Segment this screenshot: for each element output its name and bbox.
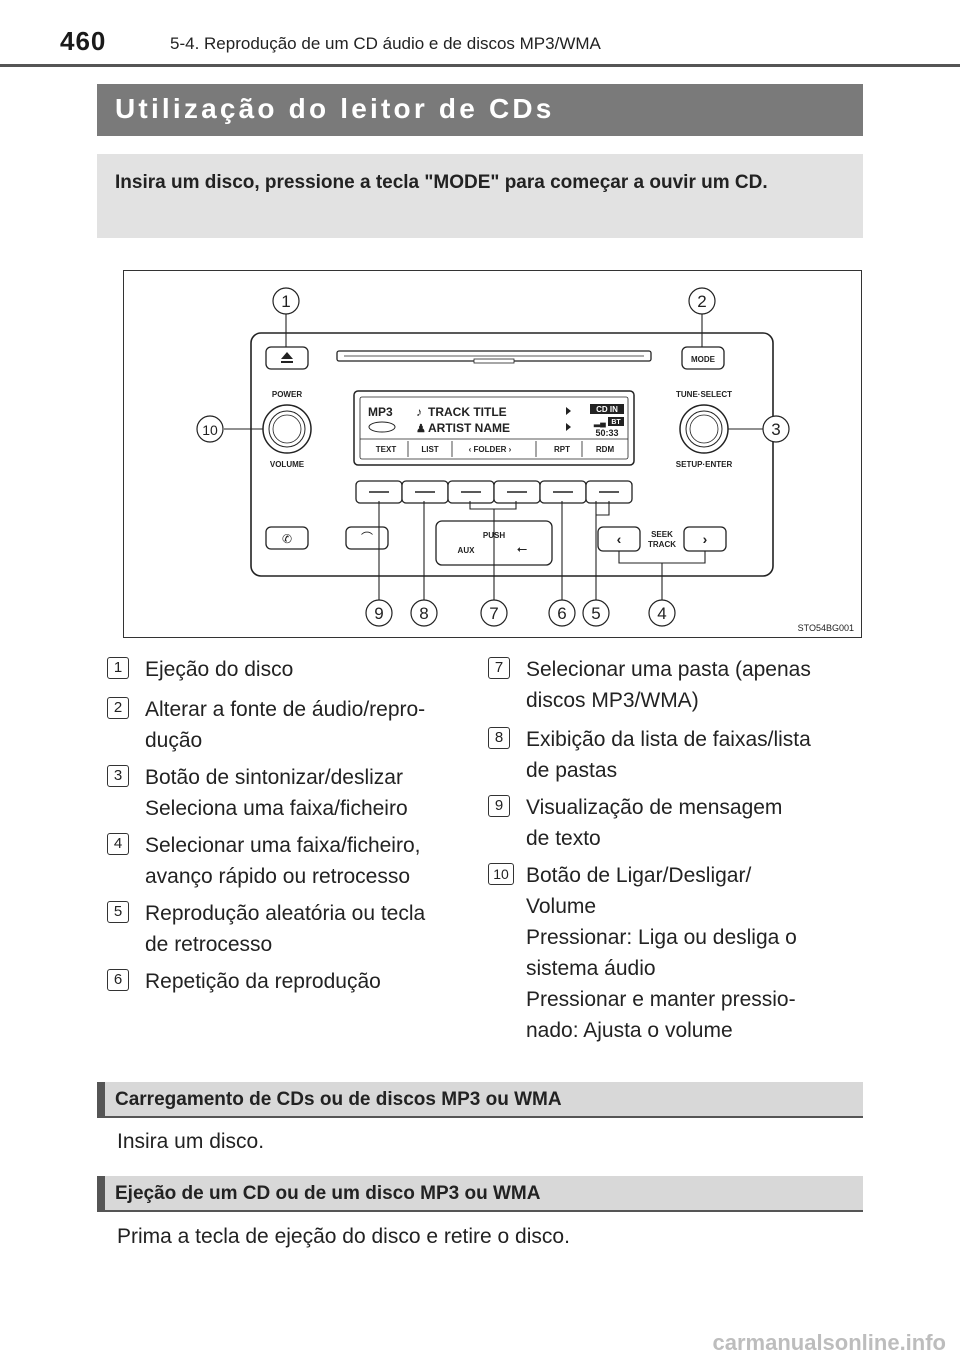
legend-number: 6 [107,969,129,991]
page-title: Utilização do leitor de CDs [115,93,555,124]
signal-icon: ▂▄ [593,418,606,428]
callout-number: 10 [202,422,218,438]
phone-answer-icon: ✆ [282,532,292,546]
callout-number: 1 [281,292,290,311]
callout-number: 6 [557,604,566,623]
callout-number: 8 [419,604,428,623]
cd-in-badge [590,404,624,414]
usb-icon: ⭠ [517,541,527,556]
section-heading-loading: Carregamento de CDs ou de discos MP3 ou … [97,1082,863,1118]
display-soft-labels: TEXT LIST ‹ FOLDER › RPT RDM [376,441,615,457]
phone-hangup-button [345,526,389,550]
page-number: 460 [60,26,107,56]
section-heading-text: Ejeção de um CD ou de um disco MP3 ou WM… [115,1183,541,1204]
setup-enter-label: SETUP·ENTER [676,460,733,469]
legend-text: Botão de sintonizar/deslizar Seleciona u… [145,766,408,820]
chevron-right-icon: › [703,531,708,547]
track-label: TRACK [648,540,676,549]
mode-label: MODE [691,355,716,364]
svg-text:BT: BT [611,419,621,426]
disc-icon [368,421,396,433]
cd-player-illustration: MODE POWER VOLUME TUNE·SELECT SETUP·ENTE… [196,287,854,633]
legend-number: 8 [488,727,510,749]
callout-7 [480,599,508,627]
callout-number: 5 [591,604,600,623]
header-rule [0,64,960,67]
legend-text: Ejeção do disco [145,658,294,681]
callout-6 [548,599,576,627]
callout-1 [272,287,300,315]
display-soft-label: ‹ FOLDER › [469,445,512,454]
leader-lines [224,313,764,601]
legend-number: 5 [107,901,129,923]
legend-text: Visualização de mensagem de texto [526,796,783,850]
legend-number: 1 [107,657,129,679]
callout-number: 3 [771,420,780,439]
callout-2 [688,287,716,315]
aux-label: AUX [458,546,476,555]
phone-answer-button [265,526,309,550]
eject-icon [281,352,293,359]
legend-text: Alterar a fonte de áudio/repro- dução [145,698,426,752]
intro-box: Insira um disco, pressione a tecla "MODE… [97,154,863,238]
legend-number: 9 [488,795,510,817]
callout-number: 7 [489,604,498,623]
mode-button [681,346,725,370]
display-soft-label: RDM [596,445,615,454]
callout-3 [762,415,790,443]
legend-number: 10 [488,863,514,885]
intro-text: Insira um disco, pressione a tecla "MODE… [115,172,768,193]
artist-icon: ♟ [416,423,426,435]
legend-number: 4 [107,833,129,855]
callout-number: 2 [697,292,706,311]
legend-text: Selecionar uma pasta (apenas discos MP3/… [526,658,811,712]
callout-9 [365,599,393,627]
svg-text:CD IN: CD IN [596,405,618,414]
title-banner: Utilização do leitor de CDs [97,84,863,136]
section-heading-text: Carregamento de CDs ou de discos MP3 ou … [115,1089,562,1110]
preset-buttons [355,480,633,504]
section-heading-ejecting: Ejeção de um CD ou de um disco MP3 ou WM… [97,1176,863,1212]
legend-number: 7 [488,657,510,679]
callout-8 [410,599,438,627]
footer-watermark: carmanualsonline.info [712,1330,947,1355]
legend-number: 2 [107,697,129,719]
callout-4 [648,599,676,627]
display-mp3: MP3 [368,405,393,419]
chevron-left-icon: ‹ [617,531,622,547]
power-label: POWER [272,390,302,399]
legend-number: 3 [107,765,129,787]
tune-select-label: TUNE·SELECT [676,390,732,399]
display-soft-label: TEXT [376,445,397,454]
section-body-ejecting: Prima a tecla de ejeção do disco e retir… [117,1225,570,1248]
figure-code: STO54BG001 [798,623,854,633]
legend-text: Botão de Ligar/Desligar/ Volume Pression… [526,864,797,1042]
callout-number: 4 [657,604,666,623]
volume-label: VOLUME [270,460,305,469]
display-time: 50:33 [595,428,618,438]
section-body-loading: Insira um disco. [117,1130,265,1153]
display-soft-label: LIST [421,445,438,454]
phone-hangup-icon: ⌒ [361,531,373,545]
note-icon: ♪ [416,405,422,419]
callout-numbers: 1 2 3 4 5 6 7 8 9 10 [196,287,790,627]
display-track-title: TRACK TITLE [428,405,507,419]
display-soft-label: RPT [554,445,570,454]
cd-player-figure: MODE POWER VOLUME TUNE·SELECT SETUP·ENTE… [123,270,862,638]
bt-badge [608,417,624,426]
callout-5 [582,599,610,627]
chapter-title: 5-4. Reprodução de um CD áudio e de disc… [170,34,601,53]
legend-text: Repetição da reprodução [145,970,381,993]
legend-text: Exibição da lista de faixas/lista de pas… [526,728,811,782]
seek-label: SEEK [651,530,673,539]
legend-text: Selecionar uma faixa/ficheiro, avanço rá… [145,834,421,888]
callout-number: 9 [374,604,383,623]
legend-text: Reprodução aleatória ou tecla de retroce… [145,902,426,956]
callout-10 [196,415,224,443]
display-artist-name: ARTIST NAME [428,421,510,435]
